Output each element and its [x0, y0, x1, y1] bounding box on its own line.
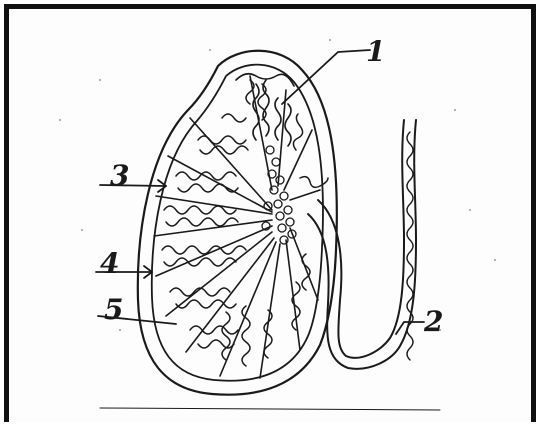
label-2: 2 — [424, 308, 443, 336]
efferent-ducts — [236, 74, 294, 146]
label-1: 1 — [366, 38, 385, 66]
vas-deferens-wall — [407, 132, 413, 360]
pointer-1 — [282, 50, 370, 104]
bottom-line — [100, 408, 440, 410]
label-pointers — [96, 50, 424, 334]
vas-deferens — [318, 120, 404, 358]
label-3: 3 — [110, 162, 129, 190]
label-5: 5 — [104, 296, 123, 324]
label-4: 4 — [100, 250, 119, 278]
